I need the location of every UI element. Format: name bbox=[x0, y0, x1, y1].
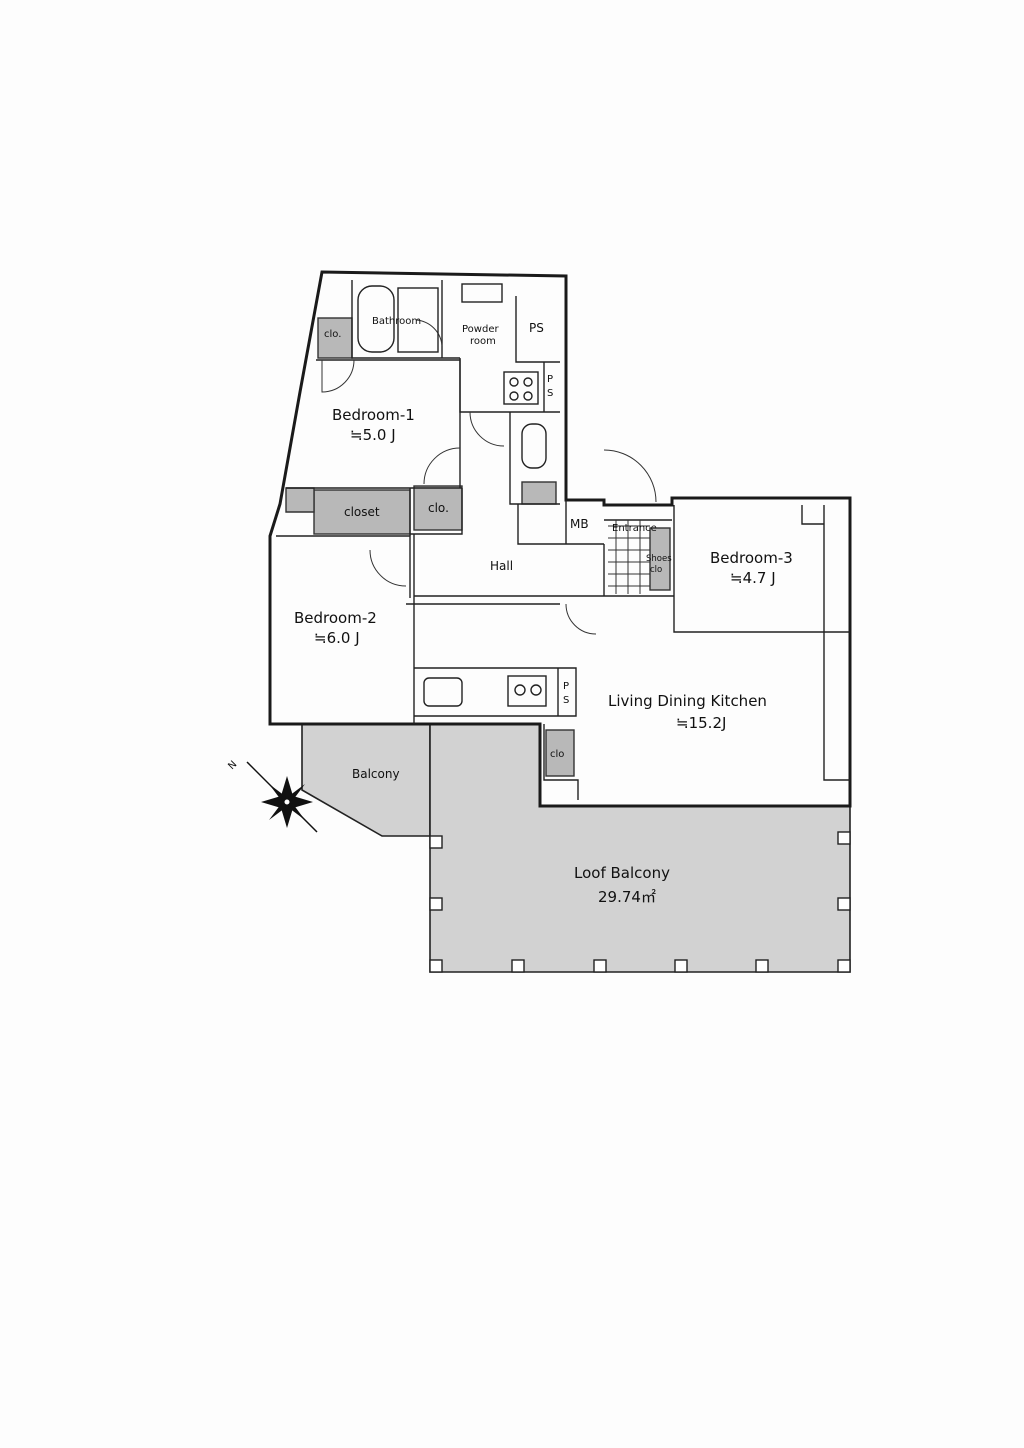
bedroom3-name: Bedroom-3 bbox=[710, 549, 793, 567]
ps-kitchen-label-2: S bbox=[563, 695, 569, 706]
bedroom3-size: ≒4.7 J bbox=[730, 569, 776, 587]
bedroom2-name: Bedroom-2 bbox=[294, 609, 377, 627]
closet-label: closet bbox=[344, 505, 380, 519]
ldk-size: ≒15.2J bbox=[676, 714, 726, 732]
balcony-label: Balcony bbox=[352, 767, 400, 781]
loof-balcony-name: Loof Balcony bbox=[574, 864, 670, 882]
mb-label: MB bbox=[570, 517, 589, 531]
powder-room-label-1: Powder bbox=[462, 324, 499, 335]
ldk-name: Living Dining Kitchen bbox=[608, 692, 767, 710]
interior-walls bbox=[276, 280, 850, 800]
entrance-label: Entrance bbox=[612, 523, 657, 534]
ps-vertical-label-1: P bbox=[547, 374, 553, 385]
entrance-floor bbox=[608, 520, 650, 594]
powder-room-label-2: room bbox=[470, 336, 496, 347]
fixtures bbox=[357, 283, 547, 707]
loof-balcony-size: 29.74㎡ bbox=[598, 888, 656, 906]
shoes-clo-label-2: clo bbox=[650, 565, 662, 575]
bedroom1-clo-label: clo. bbox=[324, 329, 341, 340]
compass-north-label: N bbox=[226, 759, 239, 772]
bedroom1-size: ≒5.0 J bbox=[350, 426, 396, 444]
compass-rose-icon bbox=[246, 761, 318, 833]
shoes-clo-label-1: Shoes bbox=[646, 554, 672, 564]
balcony-columns bbox=[429, 831, 851, 973]
storage-shading bbox=[285, 317, 671, 777]
hall-clo-label: clo. bbox=[428, 501, 449, 515]
ps-top-label: PS bbox=[529, 321, 544, 335]
bedroom2-size: ≒6.0 J bbox=[314, 629, 360, 647]
room-labels: Bathroom Powder room PS P S clo. Bedroom… bbox=[294, 316, 793, 906]
outer-wall bbox=[268, 270, 852, 808]
hall-label: Hall bbox=[490, 559, 513, 573]
door-swings bbox=[321, 319, 657, 635]
bedroom1-name: Bedroom-1 bbox=[332, 406, 415, 424]
loof-balcony-area bbox=[429, 723, 851, 973]
ps-kitchen-label-1: P bbox=[563, 681, 569, 692]
bathroom-label: Bathroom bbox=[372, 316, 421, 327]
ldk-clo-label: clo bbox=[550, 749, 564, 760]
ps-vertical-label-2: S bbox=[547, 388, 553, 399]
